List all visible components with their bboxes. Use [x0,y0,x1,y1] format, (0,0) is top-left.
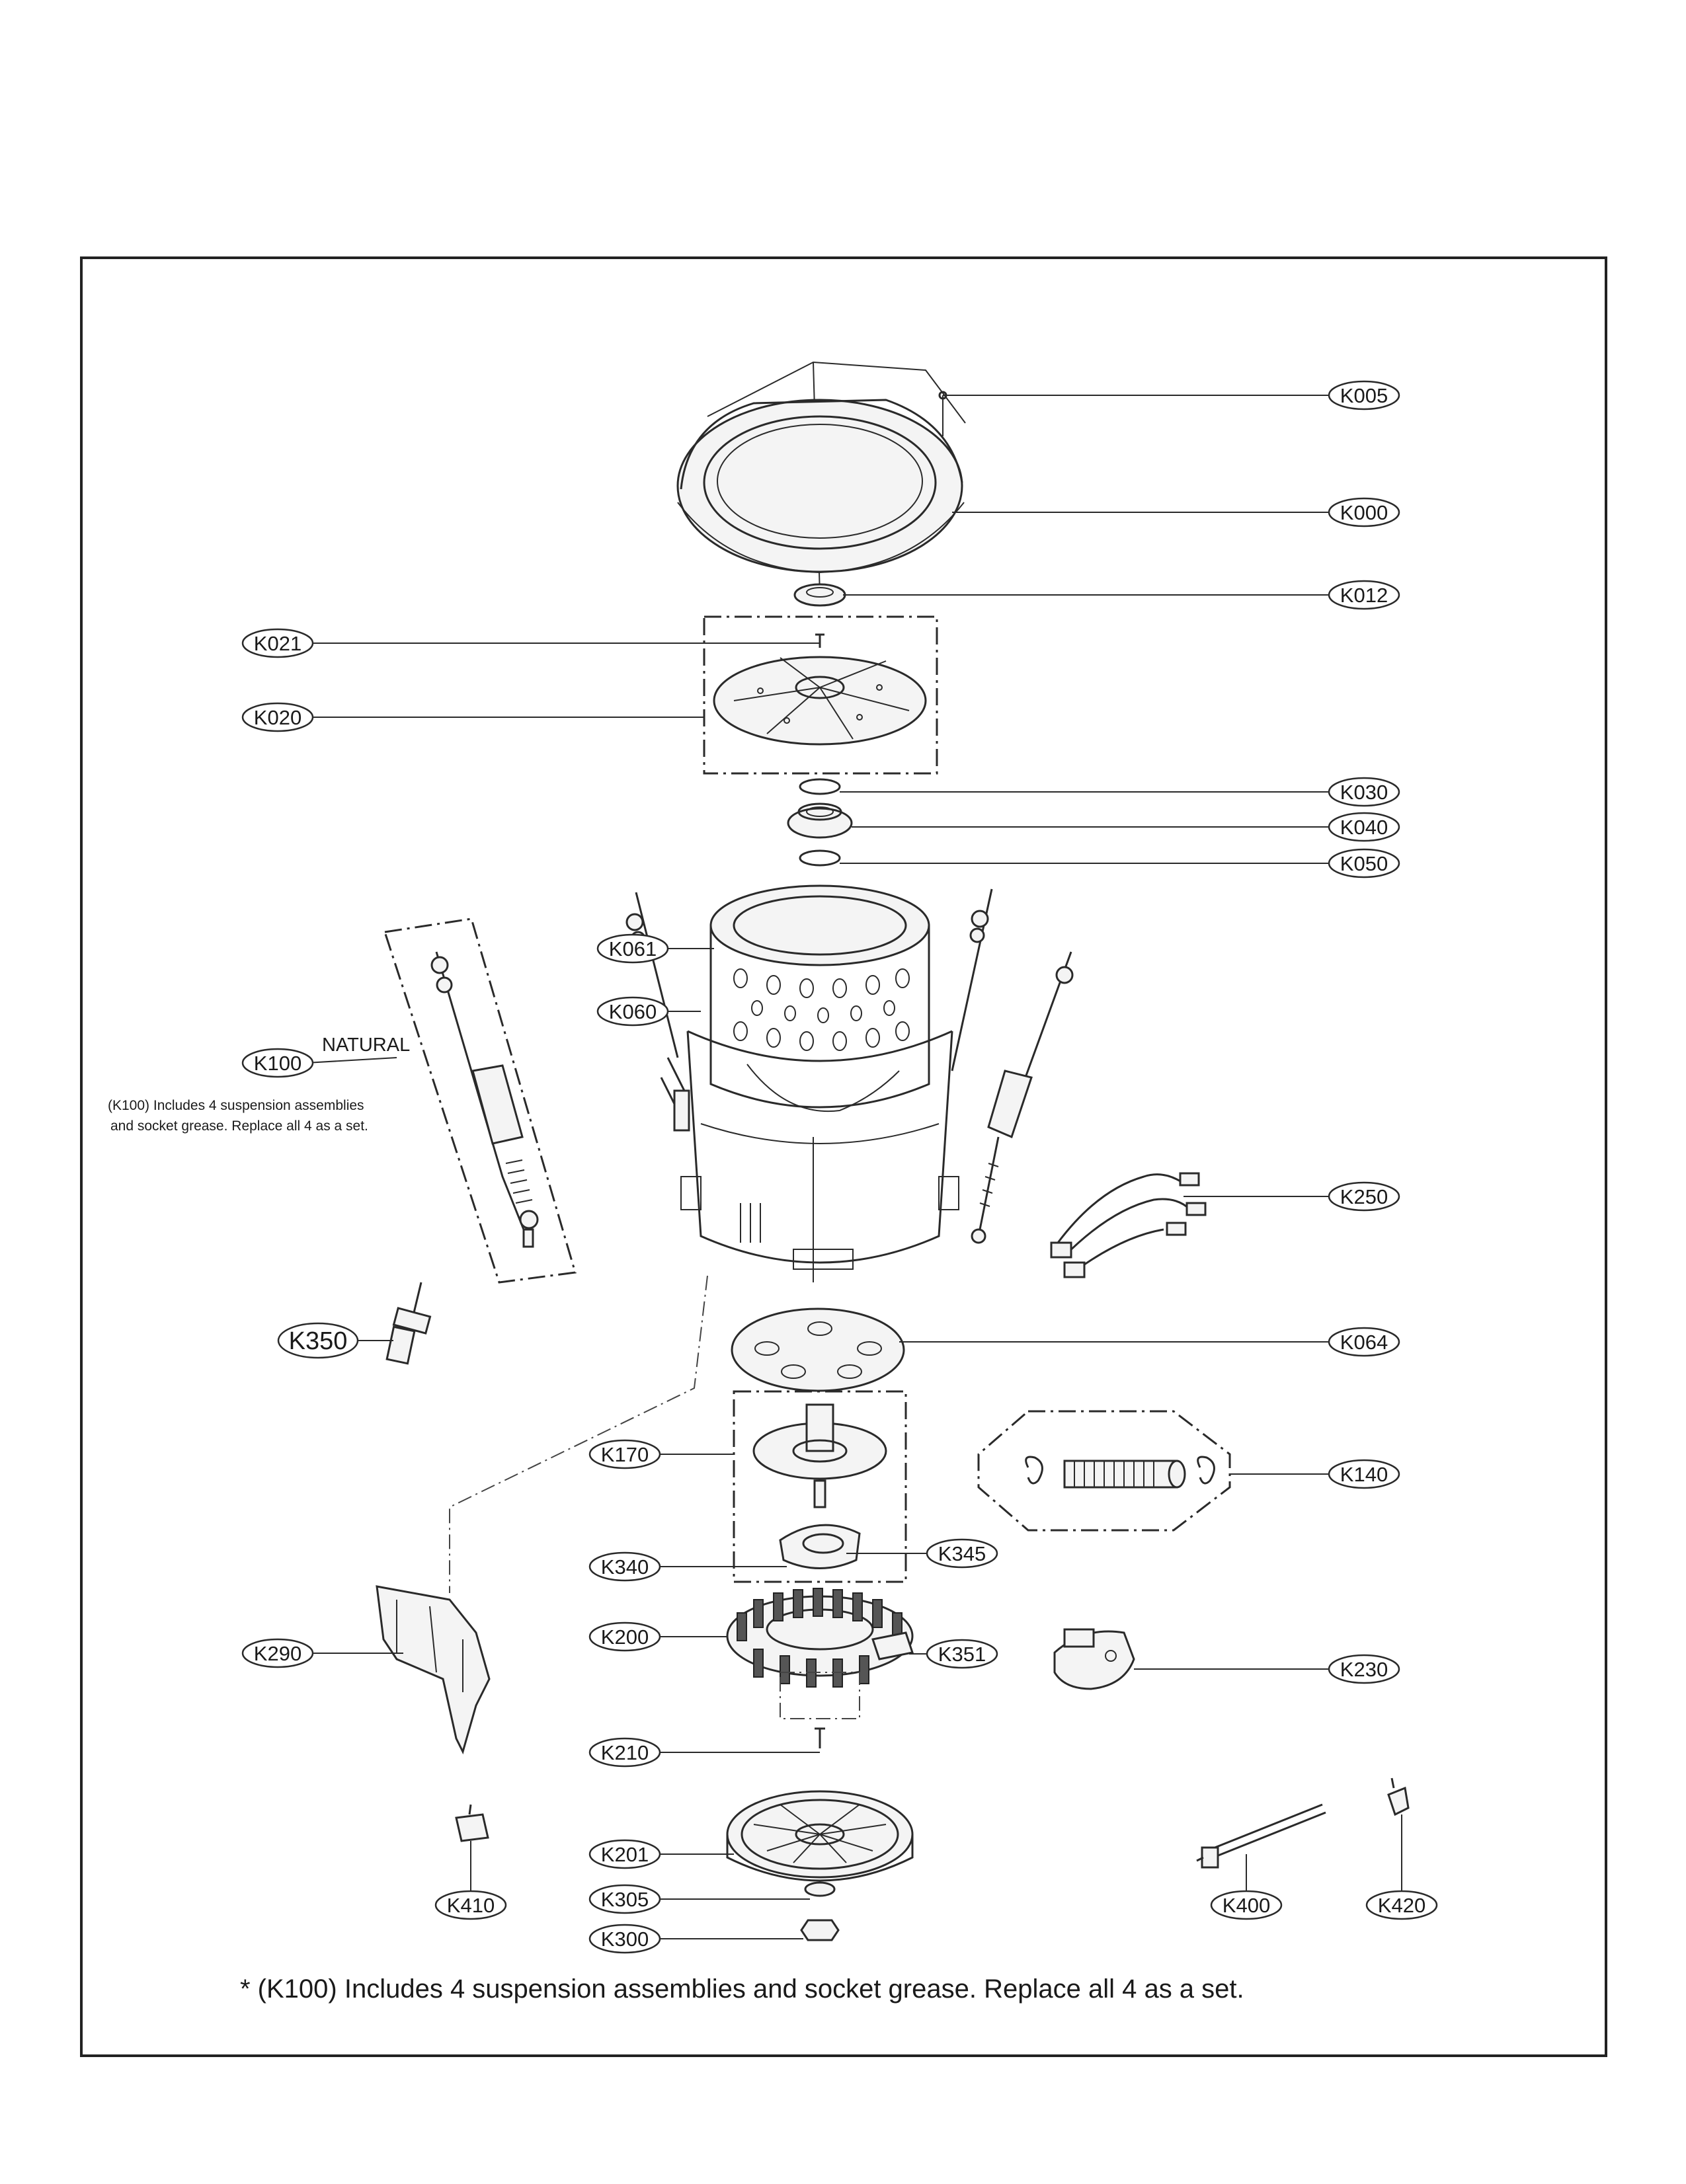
callout-k021[interactable]: K021 [241,628,314,658]
part-suspension-assembly [430,951,539,1248]
part-pulsator [713,656,927,746]
callout-k345[interactable]: K345 [926,1538,998,1569]
callout-k061[interactable]: K061 [596,933,669,964]
svg-text:K021: K021 [254,632,301,655]
callout-k050[interactable]: K050 [1328,848,1400,878]
svg-text:K410: K410 [447,1894,495,1917]
bracket-dashed-line [449,1275,708,1593]
part-control-module [1053,1628,1135,1690]
leader-lines [305,395,1402,1939]
part-hub-nut [787,802,853,839]
svg-text:K210: K210 [601,1741,649,1764]
svg-text:K140: K140 [1340,1463,1388,1486]
svg-text:K200: K200 [601,1625,649,1649]
svg-text:K340: K340 [601,1555,649,1579]
part-rotor [726,1790,914,1882]
part-heater [1196,1803,1326,1869]
callout-k305[interactable]: K305 [588,1884,661,1914]
callout-k200[interactable]: K200 [588,1621,661,1652]
svg-text:K061: K061 [609,937,657,960]
part-rotor-bolt [815,1727,825,1748]
callout-k040[interactable]: K040 [1328,812,1400,842]
svg-text:K250: K250 [1340,1185,1388,1208]
callout-k064[interactable]: K064 [1328,1327,1400,1357]
part-bracket [376,1585,491,1755]
part-washer-lower [799,849,841,867]
svg-text:K030: K030 [1340,781,1388,804]
svg-text:K170: K170 [601,1443,649,1466]
svg-text:K012: K012 [1340,584,1388,607]
svg-text:K064: K064 [1340,1331,1388,1354]
part-outer-tub [680,1030,959,1282]
svg-text:K351: K351 [938,1643,986,1666]
suspension-group-box [383,917,577,1284]
callout-k060[interactable]: K060 [596,996,669,1027]
part-tub-cover [676,361,966,596]
part-bracket-k420 [1387,1777,1410,1816]
svg-text:K201: K201 [601,1843,649,1866]
bearing-group-box [733,1390,907,1583]
part-inner-basket [709,884,930,1109]
svg-text:K000: K000 [1340,501,1388,524]
callout-k210[interactable]: K210 [588,1737,661,1768]
svg-text:K300: K300 [601,1928,649,1951]
svg-text:K050: K050 [1340,852,1388,875]
stator-ghost-box [780,1672,860,1719]
svg-text:K350: K350 [289,1327,348,1355]
callout-k030[interactable]: K030 [1328,777,1400,807]
part-rotor-nut [800,1919,840,1941]
part-drain-hose [1025,1456,1215,1489]
callout-k420[interactable]: K420 [1365,1890,1438,1920]
part-hall-sensor [779,1524,861,1569]
callout-k100[interactable]: K100 [241,1048,314,1078]
side-note-line1: (K100) Includes 4 suspension assemblies [108,1098,364,1113]
callout-k410[interactable]: K410 [434,1890,507,1920]
callout-k290[interactable]: K290 [241,1638,314,1668]
callout-k230[interactable]: K230 [1328,1654,1400,1684]
svg-text:K060: K060 [609,1000,657,1023]
svg-text:K420: K420 [1378,1894,1425,1917]
callout-k250[interactable]: K250 [1328,1181,1400,1212]
hose-group-box [977,1410,1231,1532]
pulsator-group-box [703,615,938,775]
part-stator [726,1588,914,1688]
callout-k140[interactable]: K140 [1328,1459,1400,1489]
callout-k170[interactable]: K170 [588,1439,661,1469]
callout-k340[interactable]: K340 [588,1551,661,1582]
callout-k201[interactable]: K201 [588,1839,661,1869]
svg-text:K345: K345 [938,1542,986,1565]
callout-k350[interactable]: K350 [277,1322,359,1359]
part-washer-upper [799,778,841,795]
svg-text:K100: K100 [254,1052,301,1075]
callout-k000[interactable]: K000 [1328,497,1400,527]
callout-k005[interactable]: K005 [1328,380,1400,410]
callout-k400[interactable]: K400 [1210,1890,1283,1920]
svg-text:K290: K290 [254,1642,301,1665]
part-sensor [385,1282,432,1365]
callout-k351[interactable]: K351 [926,1639,998,1669]
diagram-frame [80,256,1607,2057]
natural-label: NATURAL [322,1034,410,1056]
side-note-line2: and socket grease. Replace all 4 as a se… [110,1118,368,1134]
svg-text:K040: K040 [1340,816,1388,839]
callout-k012[interactable]: K012 [1328,580,1400,610]
part-suspension-rods-installed [625,888,1074,1244]
footnote: * (K100) Includes 4 suspension assemblie… [240,1974,1244,2004]
part-wire-harness [1050,1172,1207,1278]
part-cover-seal [793,583,846,607]
callout-k020[interactable]: K020 [241,702,314,732]
svg-text:K400: K400 [1223,1894,1270,1917]
part-rotor-washer [804,1881,836,1897]
svg-text:K305: K305 [601,1888,649,1911]
svg-text:K005: K005 [1340,384,1388,407]
svg-text:K230: K230 [1340,1658,1388,1681]
part-pulsator-bolt [815,633,824,648]
part-bearing-housing [752,1403,887,1508]
svg-text:K020: K020 [254,706,301,729]
part-clip-k410 [455,1804,489,1842]
callout-k300[interactable]: K300 [588,1924,661,1954]
part-bearing-plate [731,1307,905,1392]
